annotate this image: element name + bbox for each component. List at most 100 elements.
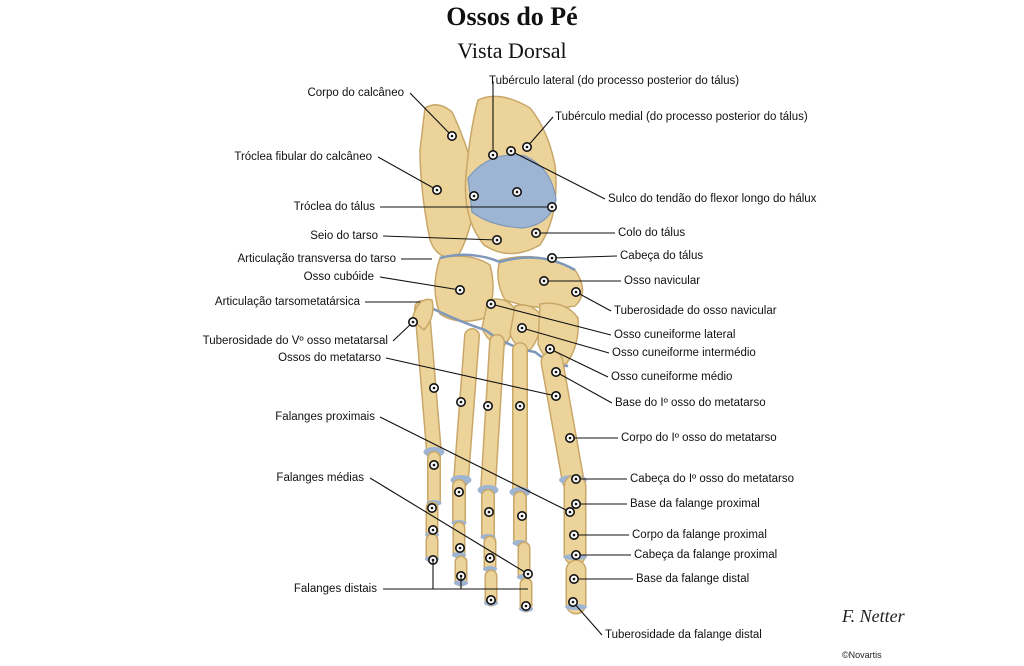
leader-right-10 (555, 371, 613, 404)
leader-right-17 (572, 601, 603, 636)
leader-left-8 (385, 357, 557, 397)
label-right-16: Base da falange distal (636, 573, 750, 585)
label-point-center-left-1-0 (435, 188, 439, 192)
label-left-4: Articulação transversa do tarso (237, 253, 396, 265)
label-left-7: Tuberosidade do Vº osso metatarsal (202, 335, 388, 347)
label-right-14: Corpo da falange proximal (632, 529, 767, 541)
label-right-11: Corpo do Iº osso do metatarso (621, 432, 777, 444)
label-point-center-left-11-2 (489, 598, 493, 602)
label-right-0: Tubérculo lateral (do processo posterior… (489, 75, 740, 87)
leader-left-9 (379, 416, 571, 513)
label-point-center-left-8-1 (459, 400, 463, 404)
label-point-center-left-5-0 (458, 288, 462, 292)
label-left-11: Falanges distais (293, 583, 377, 595)
label-point-center-right-1-0 (525, 145, 529, 149)
leader-left-10 (369, 477, 529, 575)
leader-right-7 (490, 303, 612, 336)
leader-right-8 (521, 327, 610, 354)
label-point-center-right-12-0 (574, 477, 578, 481)
label-point-center-left-8-2 (486, 404, 490, 408)
label-right-6: Tuberosidade do osso navicular (614, 305, 777, 317)
metatarsal-1 (415, 301, 441, 459)
label-point-center-right-6-0 (574, 290, 578, 294)
label-point-center-left-10-0 (430, 506, 434, 510)
label-point-center-left-10-2 (458, 546, 462, 550)
label-right-17: Tuberosidade da falange distal (605, 629, 762, 641)
label-point-center-right-8-0 (520, 326, 524, 330)
metatarsal-3 (481, 335, 504, 497)
foot-bones (411, 95, 587, 615)
diagram-title: Ossos do Pé (446, 2, 578, 31)
label-point-center-left-8-0 (432, 386, 436, 390)
copyright-note: ©Novartis (842, 650, 882, 660)
label-right-12: Cabeça do Iº osso do metatarso (630, 473, 795, 485)
label-left-5: Osso cubóide (303, 271, 374, 283)
leader-left-5 (379, 276, 461, 291)
label-right-5: Osso navicular (624, 275, 701, 287)
label-right-1: Tubérculo medial (do processo posterior … (555, 111, 808, 123)
label-point-center-left-10-1 (431, 528, 435, 532)
leader-right-2 (510, 150, 606, 200)
leader-left-1 (377, 156, 438, 191)
label-point-center-left-2-1 (515, 190, 519, 194)
label-point-center-right-17-0 (571, 600, 575, 604)
label-point-center-right-3-0 (534, 231, 538, 235)
label-point-center-left-3-0 (495, 238, 499, 242)
leader-lines (365, 81, 633, 636)
label-point-center-right-13-0 (574, 502, 578, 506)
label-point-center-right-7-0 (489, 302, 493, 306)
label-right-8: Osso cuneiforme intermédio (612, 347, 756, 359)
label-point-center-right-15-0 (574, 553, 578, 557)
diagram-subtitle: Vista Dorsal (457, 38, 567, 63)
label-left-8: Ossos do metatarso (278, 352, 381, 364)
label-point-center-left-9-2 (487, 510, 491, 514)
metatarsal-2 (454, 329, 479, 487)
label-point-center-left-10-4 (526, 572, 530, 576)
label-point-center-left-9-4 (568, 510, 572, 514)
label-point-center-right-9-0 (548, 347, 552, 351)
label-left-0: Corpo do calcâneo (307, 87, 404, 99)
label-right-7: Osso cuneiforme lateral (614, 329, 736, 341)
label-right-15: Cabeça da falange proximal (634, 549, 778, 561)
label-point-center-left-2-2 (550, 205, 554, 209)
label-point-center-right-16-0 (572, 577, 576, 581)
label-left-9: Falanges proximais (275, 411, 375, 423)
label-point-center-left-7-0 (411, 320, 415, 324)
label-left-1: Tróclea fibular do calcâneo (234, 151, 372, 163)
label-right-9: Osso cuneiforme médio (611, 371, 733, 383)
label-left-6: Articulação tarsometatársica (214, 296, 360, 308)
label-right-10: Base do Iº osso do metatarso (615, 397, 766, 409)
label-point-center-right-11-0 (568, 436, 572, 440)
label-point-center-left-8-3 (518, 404, 522, 408)
label-point-center-left-9-0 (432, 463, 436, 467)
leader-right-6 (575, 291, 612, 312)
label-point-center-right-4-0 (550, 256, 554, 260)
artist-signature: F. Netter (842, 606, 905, 626)
label-left-3: Seio do tarso (310, 230, 378, 242)
label-point-center-left-10-3 (488, 556, 492, 560)
label-right-13: Base da falange proximal (630, 498, 760, 510)
label-point-center-left-9-1 (457, 490, 461, 494)
label-point-center-right-14-0 (572, 533, 576, 537)
label-right-2: Sulco do tendão do flexor longo do hálux (608, 193, 817, 205)
label-left-2: Tróclea do tálus (293, 201, 375, 213)
label-point-center-left-2-0 (472, 194, 476, 198)
label-point-center-right-5-0 (542, 279, 546, 283)
label-point-center-right-0-0 (491, 153, 495, 157)
label-point-center-right-10-0 (554, 370, 558, 374)
label-left-10: Falanges médias (276, 472, 364, 484)
label-right-3: Colo do tálus (618, 227, 686, 239)
calcaneus-bone (419, 104, 479, 258)
label-point-center-left-9-3 (520, 514, 524, 518)
label-point-center-left-11-3 (524, 604, 528, 608)
metatarsal-5 (542, 352, 583, 490)
leader-right-4 (551, 255, 618, 259)
leader-left-3 (382, 235, 498, 241)
leader-right-9 (549, 348, 609, 378)
leader-right-1 (526, 116, 554, 148)
label-point-center-left-8-4 (554, 394, 558, 398)
label-right-4: Cabeça do tálus (620, 250, 704, 262)
leader-left-0 (409, 92, 453, 137)
label-point-center-left-0-0 (450, 134, 454, 138)
